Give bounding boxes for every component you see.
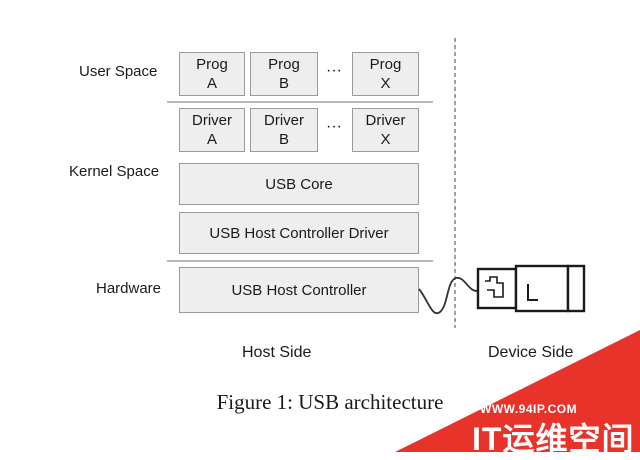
driver-ellipsis: ··· [326, 118, 342, 135]
kernel-hardware-separator [167, 260, 433, 262]
watermark-url: WWW.94IP.COM [480, 402, 578, 416]
usb-host-controller-driver-box: USB Host Controller Driver [179, 212, 419, 254]
driver-b-line2: B [278, 131, 289, 148]
usb-host-controller-label: USB Host Controller [231, 281, 367, 299]
usb-core-label: USB Core [265, 175, 333, 193]
driver-x-box: Driver X [352, 108, 419, 152]
prog-b-line1: Prog [268, 56, 300, 73]
prog-x-line1: Prog [369, 56, 402, 73]
prog-x-line2: X [380, 75, 391, 92]
prog-a-line2: A [206, 75, 217, 92]
driver-b-box: Driver B [250, 108, 318, 152]
driver-a-line2: A [206, 131, 217, 148]
driver-x-line2: X [380, 131, 391, 148]
usb-host-controller-box: USB Host Controller [179, 267, 419, 313]
prog-a-box: Prog A [179, 52, 245, 96]
watermark-title: IT运维空间 [472, 421, 635, 457]
user-kernel-separator [167, 101, 433, 103]
prog-b-line2: B [278, 75, 289, 92]
driver-x-line1: Driver [365, 112, 406, 129]
driver-a-box: Driver A [179, 108, 245, 152]
hardware-label: Hardware [96, 280, 162, 297]
usb-plug-icon [476, 264, 586, 313]
watermark-triangle [395, 330, 640, 452]
host-side-label: Host Side [242, 344, 312, 361]
prog-a-line1: Prog [196, 56, 228, 73]
prog-b-box: Prog B [250, 52, 318, 96]
figure-caption: Figure 1: USB architecture [216, 390, 444, 414]
usb-core-box: USB Core [179, 163, 419, 205]
usb-cable [418, 277, 479, 315]
prog-x-box: Prog X [352, 52, 419, 96]
device-side-label: Device Side [488, 344, 574, 361]
user-space-label: User Space [79, 63, 158, 80]
prog-ellipsis: ··· [326, 62, 342, 79]
driver-b-line1: Driver [264, 112, 304, 129]
usb-host-controller-driver-label: USB Host Controller Driver [209, 224, 389, 242]
driver-a-line1: Driver [192, 112, 232, 129]
kernel-space-label: Kernel Space [69, 163, 160, 180]
